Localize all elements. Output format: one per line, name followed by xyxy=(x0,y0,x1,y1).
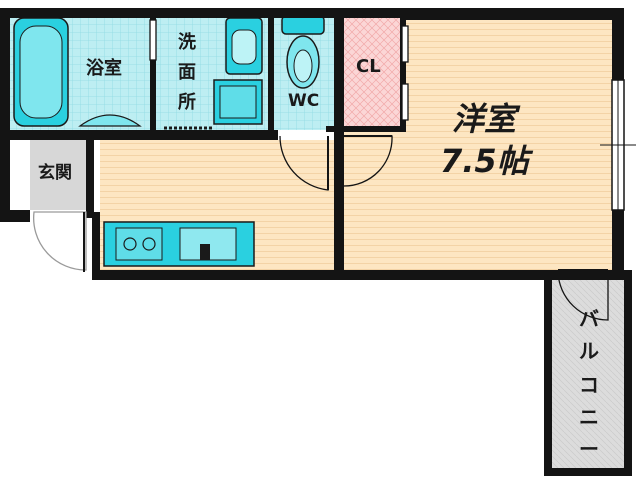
label-washroom-2: 面 xyxy=(178,62,196,83)
closet-floor xyxy=(344,18,400,126)
entrance-floor xyxy=(30,138,86,210)
label-entrance: 玄関 xyxy=(38,162,72,183)
doors xyxy=(33,19,609,321)
label-washroom-1: 洗 xyxy=(178,31,196,53)
label-balcony-4: ニ xyxy=(579,405,599,429)
label-balcony: バ ル コ ニ ー xyxy=(579,307,599,461)
label-balcony-5: ー xyxy=(579,437,599,461)
label-washroom-3: 所 xyxy=(178,92,196,113)
label-bath: 浴室 xyxy=(86,57,122,79)
floor-areas xyxy=(10,12,624,470)
label-western-room: 洋室 xyxy=(452,100,521,138)
window-right xyxy=(600,79,636,211)
balcony-floor xyxy=(552,280,624,470)
label-balcony-3: コ xyxy=(579,373,599,397)
label-wc: WC xyxy=(288,91,319,111)
label-balcony-1: バ xyxy=(579,307,599,331)
toilet-tank xyxy=(281,15,325,35)
fixtures xyxy=(13,15,325,267)
label-closet: CL xyxy=(356,56,381,77)
label-washroom: 洗 面 所 xyxy=(178,31,196,113)
label-western-room-size: 7.5帖 xyxy=(440,142,534,180)
label-balcony-2: ル xyxy=(579,339,599,363)
bath-basin xyxy=(78,114,142,127)
